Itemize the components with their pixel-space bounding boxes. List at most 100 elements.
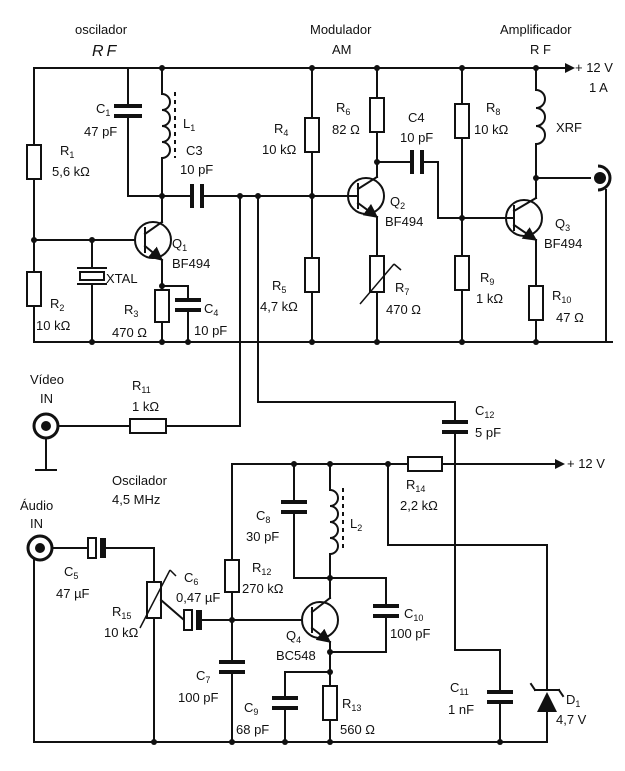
c5-ref: C5: [64, 564, 78, 581]
q2-type: BF494: [385, 214, 423, 229]
crystal-xtal: [77, 239, 107, 343]
rf-output-jack: [594, 164, 612, 343]
r1-value: 5,6 kΩ: [52, 164, 90, 179]
r11-value: 1 kΩ: [132, 399, 159, 414]
r1-ref: R1: [60, 143, 74, 160]
capacitor-c1: [114, 67, 142, 197]
r15-value: 10 kΩ: [104, 625, 139, 640]
d1-value: 4,7 V: [556, 712, 587, 727]
q4-type: BC548: [276, 648, 316, 663]
q3-type: BF494: [544, 236, 582, 251]
c12-value: 5 pF: [475, 425, 501, 440]
mid-supply-rail: [231, 459, 565, 469]
potentiometer-r15: [139, 569, 186, 743]
top-supply-rail: [127, 63, 575, 73]
oscillator-45-frequency: 4,5 MHz: [112, 492, 160, 507]
resistor-r1: [26, 67, 129, 273]
resistor-r2: [26, 271, 42, 343]
q1-ref: Q1: [172, 236, 187, 253]
r6-ref: R6: [336, 100, 350, 117]
transistor-q2: [347, 161, 385, 257]
r3-value: 470 Ω: [112, 325, 147, 340]
transistor-q4: [301, 596, 339, 653]
l2-ref: L2: [350, 516, 362, 533]
audio-input-label-1: Áudio: [20, 498, 53, 513]
c10-value: 100 pF: [390, 626, 431, 641]
oscillator-rf-title: oscilador: [75, 22, 128, 37]
capacitor-c12: [442, 401, 468, 651]
c1-value: 47 pF: [84, 124, 117, 139]
c12-ref: C12: [475, 403, 494, 420]
top-supply-current: 1 A: [589, 80, 608, 95]
amplifier-subtitle: R F: [530, 42, 551, 57]
c4b-ref: C4: [408, 110, 425, 125]
video-input-label-1: Vídeo: [30, 372, 64, 387]
zener-diode-d1: [529, 682, 565, 743]
r15-ref: R15: [112, 604, 131, 621]
resistor-r13: [322, 685, 338, 743]
resistor-r3: [154, 285, 170, 343]
r9-value: 1 kΩ: [476, 291, 503, 306]
capacitor-c5: [87, 537, 155, 583]
r8-ref: R8: [486, 100, 500, 117]
transistor-q3: [504, 196, 543, 287]
r2-value: 10 kΩ: [36, 318, 71, 333]
r11-ref: R11: [132, 378, 151, 395]
modulator-title: Modulador: [310, 22, 372, 37]
r7-ref: R7: [395, 280, 409, 297]
top-supply-voltage: + 12 V: [575, 60, 613, 75]
r4-ref: R4: [274, 121, 288, 138]
c3-value: 10 pF: [180, 162, 213, 177]
c3-ref: C3: [186, 143, 203, 158]
resistor-r9: [454, 255, 470, 343]
r5-ref: R5: [272, 278, 286, 295]
c11-ref: C11: [450, 680, 469, 697]
capacitor-c4-oscillator: [175, 285, 201, 343]
c4a-value: 10 pF: [194, 323, 227, 338]
inductor-l1: [160, 67, 176, 197]
resistor-r4: [304, 67, 320, 259]
xrf-ref: XRF: [556, 120, 582, 135]
c11-value: 1 nF: [448, 702, 474, 717]
l1-ref: L1: [183, 116, 195, 133]
resistor-r5: [304, 257, 320, 343]
r5-value: 4,7 kΩ: [260, 299, 298, 314]
c4b-value: 10 pF: [400, 130, 433, 145]
oscillator-rf-subtitle: RF: [92, 43, 119, 60]
c9-value: 68 pF: [236, 722, 269, 737]
c9-ref: C9: [244, 700, 258, 717]
capacitor-c3: [190, 184, 313, 208]
r10-value: 47 Ω: [556, 310, 584, 325]
c7-ref: C7: [196, 668, 210, 685]
c7-value: 100 pF: [178, 690, 219, 705]
oscillator-45-title: Oscilador: [112, 473, 168, 488]
c4a-ref: C4: [204, 301, 218, 318]
q3-ref: Q3: [555, 216, 570, 233]
resistor-r10: [528, 285, 544, 343]
r2-ref: R2: [50, 296, 64, 313]
r6-value: 82 Ω: [332, 122, 360, 137]
c1-ref: C1: [96, 101, 110, 118]
r8-value: 10 kΩ: [474, 122, 509, 137]
xtal-ref: XTAL: [106, 271, 138, 286]
resistor-r11: [129, 418, 241, 434]
r13-ref: R13: [342, 696, 361, 713]
inductor-l2: [328, 463, 344, 579]
amplifier-title: Amplificador: [500, 22, 572, 37]
capacitor-c4-coupling: [376, 150, 506, 219]
capacitor-c9: [272, 671, 298, 743]
trimmer-r7: [359, 255, 402, 343]
resistor-r12: [224, 559, 240, 661]
r4-value: 10 kΩ: [262, 142, 297, 157]
r12-value: 270 kΩ: [242, 581, 284, 596]
inductor-xrf: [534, 67, 546, 199]
audio-input-jack: [26, 534, 54, 743]
resistor-r6: [369, 67, 385, 163]
resistor-r8: [454, 67, 470, 257]
resistor-r14: [407, 456, 443, 472]
video-input-label-2: IN: [40, 391, 53, 406]
r10-ref: R10: [552, 288, 571, 305]
capacitor-c10: [373, 577, 399, 653]
r3-ref: R3: [124, 302, 138, 319]
